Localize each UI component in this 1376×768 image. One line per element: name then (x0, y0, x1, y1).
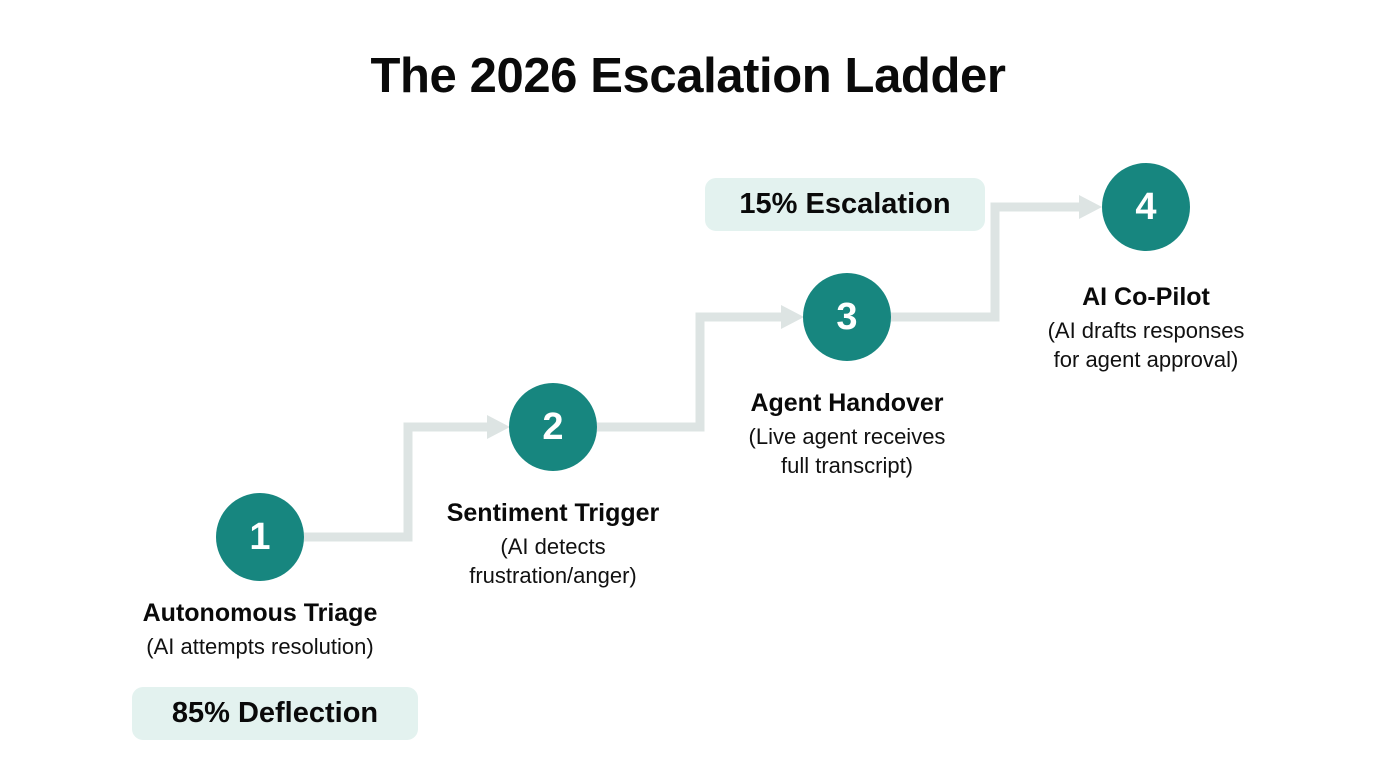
badge-deflection-label: 85% Deflection (171, 697, 379, 729)
step-label-1: Autonomous Triage (AI attempts resolutio… (60, 598, 460, 661)
arrowhead-2-to-3 (781, 305, 804, 329)
badge-escalation: 15% Escalation (705, 178, 985, 231)
step-subtitle-2-line-2: frustration/anger) (469, 562, 637, 588)
step-number-1: 1 (249, 516, 271, 558)
step-subtitle-1-line-1: (AI attempts resolution) (146, 633, 374, 659)
step-title-3: Agent Handover (750, 389, 944, 417)
page-title: The 2026 Escalation Ladder (370, 49, 1006, 103)
step-subtitle-2-line-1: (AI detects (500, 533, 606, 559)
step-subtitle-3-line-1: (Live agent receives (748, 423, 946, 449)
step-node-3[interactable]: 3 (803, 273, 891, 361)
badge-deflection: 85% Deflection (132, 687, 418, 740)
step-subtitle-4-line-2: for agent approval) (1053, 346, 1239, 372)
step-label-2: Sentiment Trigger (AI detects frustratio… (363, 498, 743, 590)
step-number-4: 4 (1135, 186, 1157, 228)
step-title-4: AI Co-Pilot (1082, 283, 1210, 311)
arrowhead-1-to-2 (487, 415, 510, 439)
step-node-2[interactable]: 2 (509, 383, 597, 471)
step-number-3: 3 (836, 296, 858, 338)
step-subtitle-4-line-1: (AI drafts responses (1047, 317, 1245, 343)
step-node-4[interactable]: 4 (1102, 163, 1190, 251)
step-node-1[interactable]: 1 (216, 493, 304, 581)
step-title-1: Autonomous Triage (142, 599, 378, 627)
step-number-2: 2 (542, 406, 564, 448)
step-subtitle-3-line-2: full transcript) (780, 452, 914, 478)
step-label-3: Agent Handover (Live agent receives full… (657, 388, 1037, 480)
step-label-4: AI Co-Pilot (AI drafts responses for age… (956, 282, 1336, 374)
arrowhead-3-to-4 (1079, 195, 1102, 219)
badge-escalation-label: 15% Escalation (739, 188, 951, 220)
step-title-2: Sentiment Trigger (446, 499, 660, 527)
